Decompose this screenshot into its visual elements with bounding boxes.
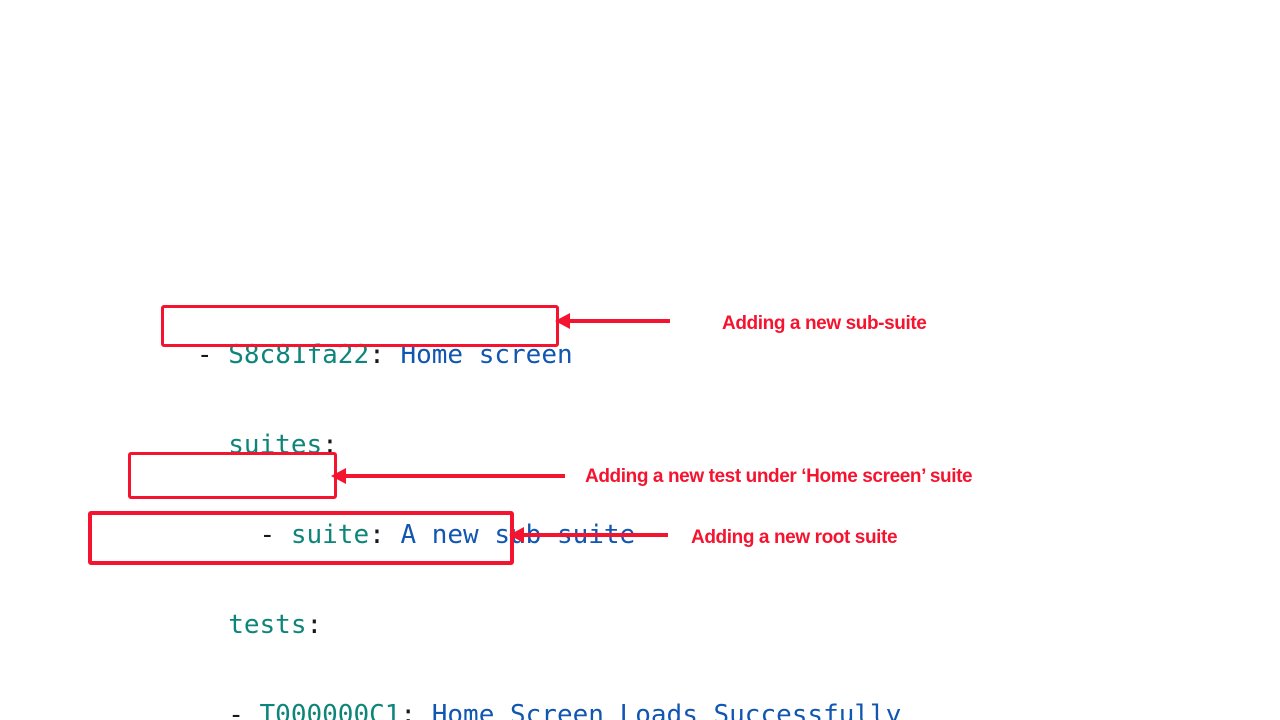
annotation-new-test: Adding a new test under ‘Home screen’ su… (585, 466, 973, 487)
yaml-line-tests-key: tests: (103, 580, 901, 640)
yaml-key: suites (228, 430, 323, 460)
highlight-box-new-test (128, 452, 337, 499)
arrow-left-icon (509, 527, 668, 543)
yaml-dash: - (259, 520, 291, 550)
yaml-colon: : (369, 520, 401, 550)
yaml-line-suite-id: - S8c81fa22: Home screen (103, 310, 901, 370)
arrow-left-icon (555, 313, 670, 329)
yaml-key: suite (290, 520, 370, 550)
yaml-key: T000000C1 (259, 700, 401, 720)
yaml-line-suites-key: suites: (103, 400, 901, 460)
yaml-colon: : (369, 340, 401, 370)
yaml-colon: : (400, 700, 432, 720)
yaml-value: Home Screen Loads Successfully (431, 700, 902, 720)
highlight-box-new-root-suite (88, 511, 514, 565)
yaml-colon: : (306, 610, 323, 640)
highlight-box-new-sub-suite (161, 305, 559, 347)
yaml-dash: - (196, 340, 229, 370)
yaml-key: tests (228, 610, 307, 640)
annotation-new-root-suite: Adding a new root suite (691, 527, 898, 548)
arrow-left-icon (331, 468, 565, 484)
yaml-dash: - (228, 700, 260, 720)
annotation-new-sub-suite: Adding a new sub-suite (722, 313, 927, 334)
yaml-line-test-c1: - T000000C1: Home Screen Loads Successfu… (103, 670, 901, 720)
